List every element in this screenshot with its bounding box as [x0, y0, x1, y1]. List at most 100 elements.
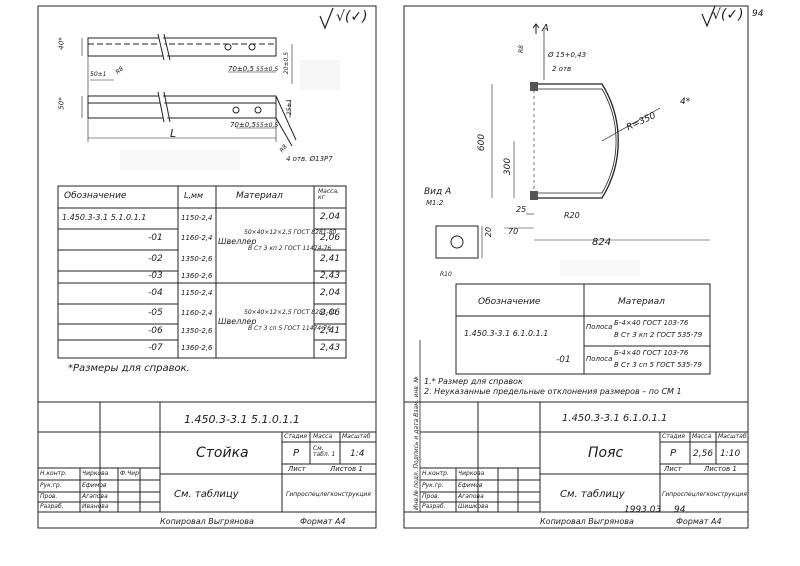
- left-row-mass: 2,41: [320, 326, 341, 336]
- left-sheet: Лист: [288, 465, 306, 473]
- dim-25: 25: [516, 205, 527, 214]
- view-a-title: Вид А: [424, 187, 452, 197]
- right-row-material-b: В Ст 3 сп 5 ГОСТ 535-79: [614, 361, 702, 369]
- dim-r20: R20: [564, 211, 580, 220]
- left-row-code: 1.450.3-3.1 5.1.0.1.1: [62, 213, 147, 222]
- right-copy-by: Копировал Выгрянова: [540, 517, 634, 526]
- left-col-designation: Обозначение: [64, 191, 127, 201]
- left-signer: Иванова: [82, 503, 109, 510]
- left-row-length: 1350-2,6: [181, 255, 213, 263]
- right-row-material-a: Б-4×40 ГОСТ 103-76: [614, 349, 689, 357]
- right-sheets: Листов 1: [704, 465, 737, 473]
- right-signer: Ефимов: [458, 482, 483, 489]
- dim-2-holes: 2 отв: [552, 65, 572, 73]
- dim-300: 300: [503, 157, 514, 176]
- left-row-code: -07: [148, 343, 163, 353]
- dim-70: 70: [508, 227, 519, 236]
- left-material1-b: В Ст 3 кп 2 ГОСТ 11474-76: [248, 245, 332, 252]
- dim-50-1: 50±1: [90, 71, 107, 78]
- right-role: Рук.гр.: [422, 482, 444, 489]
- page-number: 94: [752, 9, 764, 19]
- right-col-designation: Обозначение: [478, 297, 541, 307]
- left-roughness-mark: √(✓): [336, 9, 368, 25]
- left-row-code: -04: [148, 288, 163, 298]
- right-frame: [403, 5, 749, 529]
- strip-drawing: [530, 30, 661, 200]
- dim-55-top: 55±0,5: [256, 66, 279, 73]
- left-row-mass: 2,41: [320, 254, 341, 264]
- dim-thickness: 4*: [680, 97, 691, 107]
- left-row-length: 1150-2,4: [181, 214, 213, 222]
- dim-r8: R8: [518, 45, 525, 53]
- dim-l: L: [170, 127, 177, 140]
- right-part-name: Пояс: [588, 445, 624, 461]
- left-role: Разраб.: [40, 503, 64, 510]
- left-row-mass: 2,04: [320, 212, 341, 222]
- right-see-table: См. таблицу: [560, 489, 625, 500]
- right-role: Разраб.: [422, 503, 446, 510]
- left-row-length: 1350-2,6: [181, 327, 213, 335]
- left-col-length: L,мм: [184, 191, 204, 200]
- right-h-mass: Масса: [692, 433, 712, 440]
- left-sheets: Листов 1: [330, 465, 363, 473]
- left-part-name: Стойка: [196, 445, 249, 461]
- left-signer: Ефимов: [82, 482, 107, 489]
- left-row-length: 1360-2,6: [181, 344, 213, 352]
- right-doc-number: 1.450.3-3.1 6.1.0.1.1: [562, 413, 668, 424]
- left-role: Пров.: [40, 493, 58, 500]
- right-row-code: 1.450.3-3.1 6.1.0.1.1: [464, 329, 549, 338]
- right-signer: Чиркова: [458, 470, 485, 477]
- left-scale: 1:4: [350, 449, 365, 459]
- right-signer: Агапова: [458, 493, 484, 500]
- left-row-length: 1160-2,4: [181, 309, 213, 317]
- view-mark-a: A: [542, 23, 549, 34]
- side-stamp: Инв.№ подл. Подпись и дата Взам. инв. №: [412, 376, 420, 510]
- left-row-mass: 2,43: [320, 271, 341, 281]
- left-mass: См. табл. 1: [313, 445, 336, 458]
- dim-55-bottom: 55±0,5: [256, 122, 279, 129]
- left-stage: Р: [293, 448, 300, 459]
- left-signer: Чиркова: [82, 470, 109, 477]
- left-material2-label: Швеллер: [218, 317, 257, 326]
- right-signer: Шишкова: [458, 503, 489, 510]
- left-material2-b: В Ст 3 сп 5 ГОСТ 11474-76: [248, 325, 331, 332]
- left-row-mass: 2,06: [320, 308, 341, 318]
- dim-25: 25±1: [286, 98, 294, 116]
- left-row-code: -02: [148, 254, 163, 264]
- right-h-scale: Масштаб: [718, 433, 747, 440]
- right-row-label: Полоса: [586, 355, 613, 363]
- left-row-code: -01: [148, 233, 163, 243]
- right-note-2: 2. Неуказанные предельные отклонения раз…: [424, 387, 682, 396]
- right-roughness-mark: √(✓): [712, 7, 744, 23]
- right-scale: 1:10: [720, 449, 741, 459]
- left-copy-by: Копировал Выгрянова: [160, 517, 254, 526]
- right-stage: Р: [670, 448, 677, 459]
- left-col-mass: Масса, кг: [318, 188, 340, 201]
- left-doc-number: 1.450.3-3.1 5.1.0.1.1: [184, 413, 300, 426]
- right-h-stage: Стадия: [662, 433, 686, 440]
- left-h-scale: Масштаб: [342, 433, 371, 440]
- right-role: Н.контр.: [422, 470, 449, 477]
- left-role: Рук.гр.: [40, 482, 62, 489]
- dim-hole: Ø 15+0,43: [548, 51, 587, 59]
- right-sheet: Лист: [664, 465, 682, 473]
- left-row-length: 1360-2,6: [181, 272, 213, 280]
- left-row-mass: 2,06: [320, 233, 341, 243]
- left-frame: [37, 5, 377, 529]
- channel-top-view: [87, 33, 277, 61]
- dim-hole-spec: 4 отв. Ø13Р7: [286, 155, 333, 163]
- left-sign: Ф.Чир: [120, 470, 139, 477]
- left-material2-a: 50×40×12×2,5 ГОСТ 8281-80: [244, 309, 337, 316]
- left-col-material: Материал: [236, 191, 283, 201]
- dim-600: 600: [477, 133, 488, 152]
- left-see-table: См. таблицу: [174, 489, 239, 500]
- left-note: *Размеры для справок.: [68, 363, 190, 374]
- left-row-mass: 2,43: [320, 343, 341, 353]
- left-row-code: -05: [148, 308, 163, 318]
- left-row-code: -03: [148, 271, 163, 281]
- left-row-mass: 2,04: [320, 288, 341, 298]
- left-material1-label: Швеллер: [218, 237, 257, 246]
- view-a-detail: [435, 225, 483, 259]
- dim-70-top: 70±0,5: [228, 65, 254, 73]
- left-role: Н.контр.: [40, 470, 67, 477]
